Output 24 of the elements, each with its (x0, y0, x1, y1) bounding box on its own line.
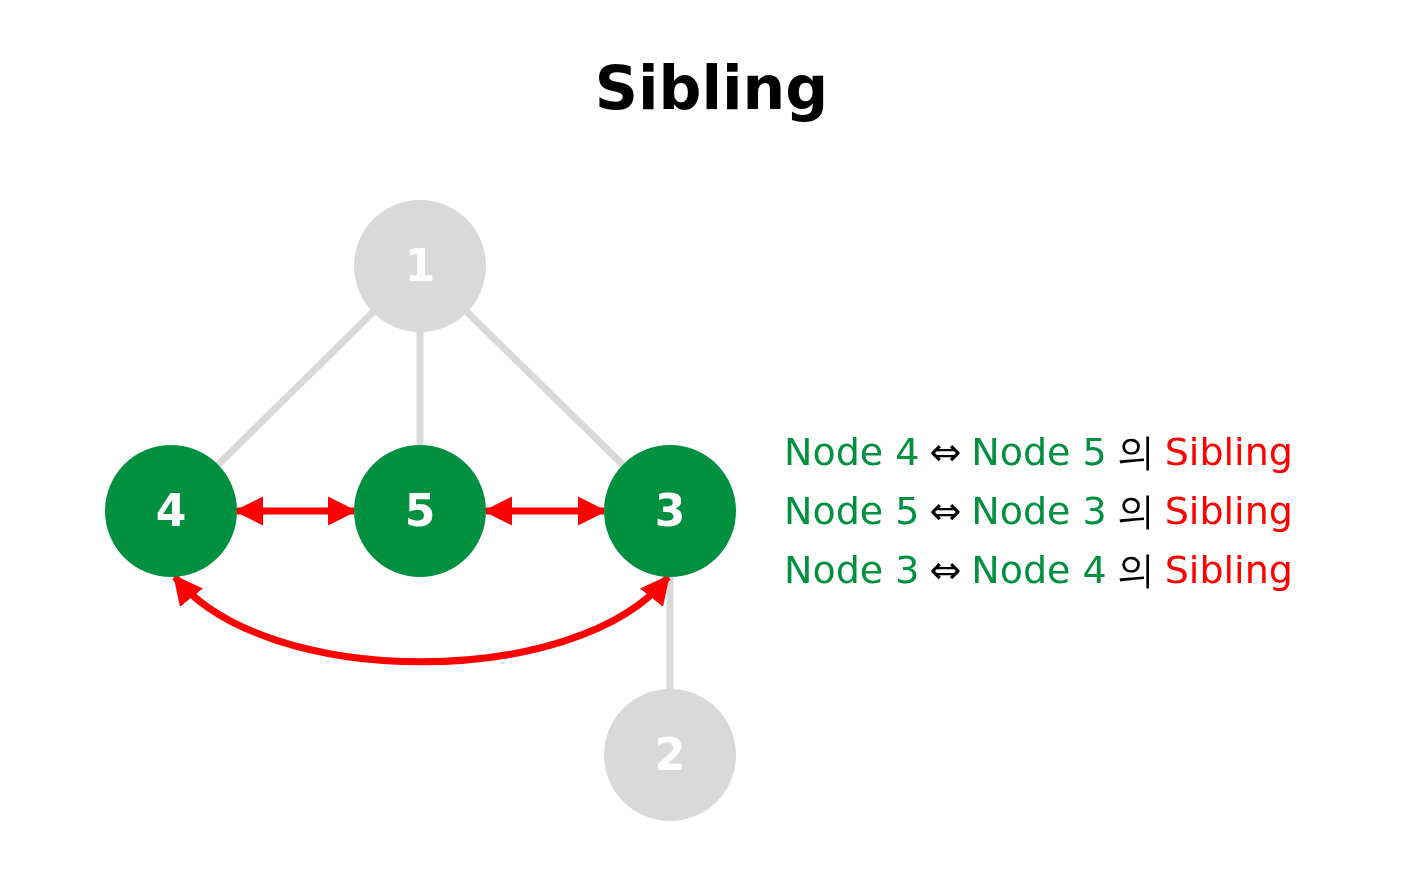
connector-line (666, 577, 674, 689)
particle-text: 의 (1116, 548, 1155, 592)
particle-text: 의 (1116, 489, 1155, 533)
node-reference: Node 5 (971, 430, 1107, 474)
double-arrow (172, 574, 671, 666)
relation-word: Sibling (1164, 548, 1293, 592)
node-reference: Node 3 (784, 548, 920, 592)
node-reference: Node 4 (784, 430, 920, 474)
double-arrow-symbol: ⇔ (929, 430, 962, 474)
connector-line (464, 309, 626, 468)
node-reference: Node 3 (971, 489, 1107, 533)
particle-text: 의 (1116, 430, 1155, 474)
relation-word: Sibling (1164, 430, 1293, 474)
node-reference: Node 4 (971, 548, 1107, 592)
node-reference: Node 5 (784, 489, 920, 533)
double-arrow-symbol: ⇔ (929, 548, 962, 592)
connector-line (416, 332, 424, 445)
tree-node-circle: 3 (604, 445, 736, 577)
tree-node-circle: 4 (105, 445, 237, 577)
connector-line (215, 309, 376, 468)
double-arrow-symbol: ⇔ (929, 489, 962, 533)
title: Sibling (594, 53, 829, 123)
tree-node-circle: 5 (354, 445, 486, 577)
relation-word: Sibling (1164, 489, 1293, 533)
